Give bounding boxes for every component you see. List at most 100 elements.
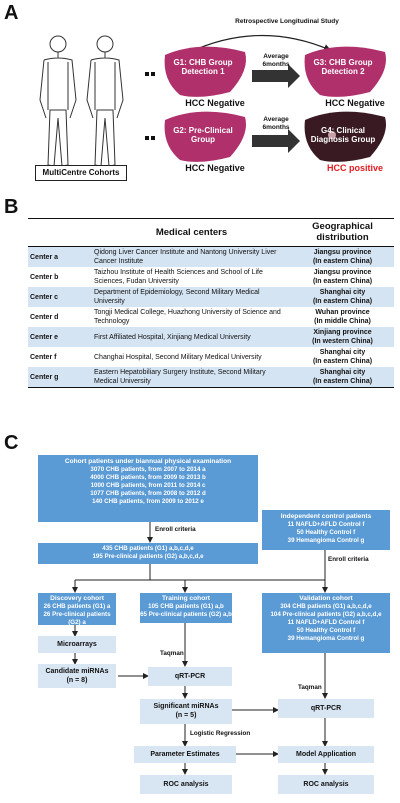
validation-line: 50 Healthy Control f <box>296 627 356 634</box>
table-row: Center a Qidong Liver Cancer Institute a… <box>28 246 394 267</box>
cohort-line: 1000 CHB patients, from 2011 to 2014 c <box>90 482 206 489</box>
center-region: Shanghai city(In eastern China) <box>291 287 394 307</box>
cohort-line: 3070 CHB patients, from 2007 to 2014 a <box>90 466 206 473</box>
status-g4: HCC positive <box>326 163 383 173</box>
arrow-top-label: Average 6months <box>262 53 290 68</box>
center-region: Xinjiang province(In western China) <box>291 327 394 347</box>
training-title: Training cohort <box>162 595 210 602</box>
status-g1: HCC Negative <box>185 98 245 108</box>
validation-title: Validation cohort <box>299 595 353 602</box>
parameter-estimates-box: Parameter Estimates <box>134 746 236 763</box>
medical-centers-table: Medical centers Geographical distributio… <box>28 218 394 388</box>
cohort-line: 1077 CHB patients, from 2008 to 2012 d <box>90 490 206 497</box>
validation-line: 11 NAFLD+AFLD Control f <box>287 619 365 626</box>
table-row: Center d Tongji Medical College, Huazhon… <box>28 307 394 327</box>
cohort-title: Cohort patients under biannual physical … <box>64 458 232 465</box>
center-region: Shanghai city(In eastern China) <box>312 349 373 365</box>
center-name: Department of Epidemiology, Second Milit… <box>92 287 291 307</box>
flowchart-connectors <box>72 520 328 775</box>
candidate-mirnas-box: Candidate miRNAs (n = 8) <box>38 664 116 688</box>
center-name: Changhai Hospital, Second Military Medic… <box>94 353 262 361</box>
taqman-label-1: Taqman <box>160 650 184 657</box>
liver-g4-label: G4: Clinical Diagnosis Group <box>310 126 376 144</box>
arrow-bottom-label: Average 6months <box>262 116 290 131</box>
discovery-cohort-box: Discovery cohort 26 CHB patients (G1) a … <box>38 593 116 626</box>
model-application-box: Model Application <box>278 746 374 763</box>
significant-mirnas-box: Significant miRNAs (n = 5) <box>140 699 232 724</box>
panel-a-graphic <box>39 34 386 167</box>
center-id: Center a <box>28 246 92 267</box>
candidate-label: Candidate miRNAs <box>45 668 109 675</box>
significant-count: (n = 5) <box>175 712 197 719</box>
roc-analysis-box-1: ROC analysis <box>140 775 232 794</box>
enrolled-box: 435 CHB patients (G1) a,b,c,d,e 195 Pre-… <box>38 543 258 564</box>
taqman-label-2: Taqman <box>298 684 322 691</box>
center-id: Center e <box>28 327 92 347</box>
enrolled-line: 195 Pre-clinical patients (G2) a,b,c,d,e <box>92 553 204 560</box>
table-row: Center e First Affiliated Hospital, Xinj… <box>28 327 394 347</box>
table-row: Center g Eastern Hepatobiliary Surgery I… <box>28 367 394 388</box>
study-label: Retrospective Longitudinal Study <box>235 18 339 25</box>
center-id: Center b <box>30 273 59 281</box>
center-name: First Affiliated Hospital, Xinjiang Medi… <box>92 327 291 347</box>
training-line: 105 CHB patients (G1) a,b <box>148 603 224 610</box>
qrt-pcr-box-2: qRT-PCR <box>278 699 374 718</box>
liver-g3 <box>304 46 386 97</box>
center-name: Qidong Liver Cancer Institute and Nanton… <box>92 246 291 267</box>
validation-line: 104 Pre-clinical patients (G2) a,b,c,d,e <box>270 611 382 618</box>
training-line: 65 Pre-clinical patients (G2) a,b <box>140 611 232 618</box>
status-g3: HCC Negative <box>325 98 385 108</box>
table-header-row: Medical centers Geographical distributio… <box>28 218 394 247</box>
human-back-icon <box>86 35 124 167</box>
enroll-label-2: Enroll criteria <box>328 556 369 563</box>
center-region: Jiangsu province(In eastern China) <box>312 269 373 285</box>
liver-g1-label: G1: CHB Group Detection 1 <box>173 58 233 76</box>
panel-a-letter: A <box>4 2 19 24</box>
enroll-label: Enroll criteria <box>155 526 196 533</box>
microarrays-box: Microarrays <box>38 636 116 653</box>
center-name: Taizhou Institute of Health Sciences and… <box>94 269 263 285</box>
center-region: Jiangsu province(In eastern China) <box>291 246 394 267</box>
arrow-a-bottom <box>252 129 300 153</box>
liver-g3-label: G3: CHB Group Detection 2 <box>313 58 373 76</box>
training-cohort-box: Training cohort 105 CHB patients (G1) a,… <box>140 593 232 623</box>
status-g2: HCC Negative <box>185 163 245 173</box>
independent-line: 39 Hemangioma Control g <box>287 537 365 544</box>
qrt-pcr-box-1: qRT-PCR <box>148 667 232 686</box>
independent-control-box: Independent control patients 11 NAFLD+AF… <box>262 510 390 550</box>
enrolled-line: 435 CHB patients (G1) a,b,c,d,e <box>102 545 194 552</box>
discovery-line: 26 Pre-clinical patients (G2) a <box>43 611 111 626</box>
independent-title: Independent control patients <box>280 513 372 520</box>
arrow-a-top <box>252 64 300 88</box>
significant-label: Significant miRNAs <box>153 703 219 710</box>
header-blank <box>28 218 92 247</box>
table-row: Center f Changhai Hospital, Second Milit… <box>28 347 394 367</box>
candidate-count: (n = 8) <box>66 677 88 684</box>
header-geo: Geographical distribution <box>291 218 394 247</box>
center-id: Center f <box>30 353 57 361</box>
logistic-regression-label: Logistic Regression <box>190 730 251 737</box>
cohort-line: 4000 CHB patients, from 2009 to 2013 b <box>90 474 206 481</box>
discovery-title: Discovery cohort <box>50 595 104 602</box>
independent-line: 50 Healthy Control f <box>296 529 356 536</box>
center-id: Center c <box>28 287 92 307</box>
liver-g1 <box>164 46 246 97</box>
center-region: Wuhan province(In middle China) <box>314 309 371 325</box>
header-medical-centers: Medical centers <box>92 218 291 247</box>
cohort-line: 140 CHB patients, from 2009 to 2012 e <box>92 498 204 505</box>
liver-g4 <box>304 111 386 162</box>
panel-b-letter: B <box>4 196 19 218</box>
center-name: Tongji Medical College, Huazhong Univers… <box>94 309 281 325</box>
liver-g2-label: G2: Pre-Clinical Group <box>173 126 233 144</box>
table-row: Center c Department of Epidemiology, Sec… <box>28 287 394 307</box>
roc-analysis-box-2: ROC analysis <box>278 775 374 794</box>
validation-cohort-box: Validation cohort 304 CHB patients (G1) … <box>262 593 390 653</box>
discovery-line: 26 CHB patients (G1) a <box>43 603 111 610</box>
validation-line: 304 CHB patients (G1) a,b,c,d,e <box>280 603 372 610</box>
center-id: Center d <box>30 313 59 321</box>
human-front-icon <box>39 35 77 167</box>
table-row: Center b Taizhou Institute of Health Sci… <box>28 267 394 287</box>
center-region: Shanghai city(In eastern China) <box>291 367 394 388</box>
center-name: Eastern Hepatobiliary Surgery Institute,… <box>92 367 291 388</box>
center-id: Center g <box>28 367 92 388</box>
